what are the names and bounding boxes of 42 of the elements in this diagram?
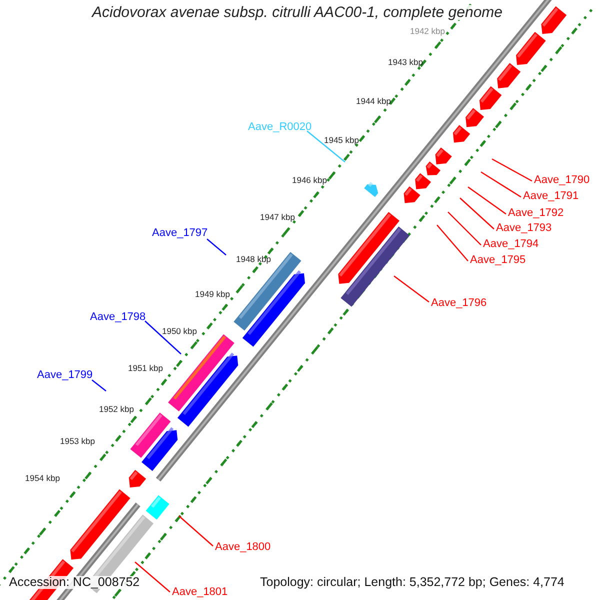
leader-line bbox=[144, 320, 182, 354]
gene-label: Aave_1795 bbox=[470, 255, 526, 266]
tick-label: 1944 kbp bbox=[356, 97, 391, 106]
tick-label: 1952 kbp bbox=[99, 405, 134, 414]
genome-stats-label: Topology: circular; Length: 5,352,772 bp; Genes: 4,774 bbox=[260, 576, 564, 588]
tick-label: 1951 kbp bbox=[128, 364, 163, 372]
title: Acidovorax avenae subsp. citrulli AAC00-1, complete genome bbox=[92, 5, 502, 20]
tick-label: 1949 kbp bbox=[195, 290, 230, 298]
leader-line bbox=[460, 198, 494, 230]
leader-line bbox=[394, 276, 430, 302]
gene-label: Aave_1800 bbox=[215, 542, 271, 553]
gene-label: Aave_1794 bbox=[483, 239, 539, 250]
gene-label: Aave_1790 bbox=[534, 175, 590, 186]
leader-line bbox=[178, 516, 214, 546]
tick-label: 1948 kbp bbox=[236, 255, 271, 264]
gene-label: Aave_1798 bbox=[90, 312, 146, 323]
leader-line bbox=[448, 212, 482, 246]
leader-line bbox=[92, 380, 106, 392]
leader-line bbox=[468, 186, 506, 214]
leader-line bbox=[306, 130, 346, 162]
leader-line bbox=[134, 562, 170, 592]
accession-label: Accession: NC_008752 bbox=[9, 576, 140, 588]
gene-label: Aave_1793 bbox=[496, 223, 552, 234]
gene-label: Aave_1792 bbox=[508, 208, 564, 219]
tick-label: 1953 kbp bbox=[60, 437, 95, 446]
tick-label: 1942 kbp bbox=[410, 27, 445, 36]
gene-label: Aave_1791 bbox=[523, 191, 579, 202]
gene-label: Aave_1801 bbox=[172, 587, 228, 598]
leader-line bbox=[206, 238, 226, 256]
tick-label: 1943 kbp bbox=[388, 58, 423, 66]
tick-label: 1945 kbp bbox=[324, 136, 359, 144]
tick-label: 1947 kbp bbox=[260, 213, 295, 222]
tick-label: 1946 kbp bbox=[292, 176, 327, 184]
gene-label: Aave_1796 bbox=[431, 298, 487, 309]
leader-line bbox=[492, 158, 532, 182]
leader-line bbox=[480, 172, 522, 198]
tick-label: 1954 kbp bbox=[25, 474, 60, 482]
gene-label: Aave_1797 bbox=[152, 228, 208, 239]
gene-label: Aave_1799 bbox=[37, 370, 93, 381]
tick-label: 1950 kbp bbox=[162, 327, 197, 336]
leader-line bbox=[436, 224, 468, 262]
gene-label: Aave_R0020 bbox=[248, 122, 312, 133]
